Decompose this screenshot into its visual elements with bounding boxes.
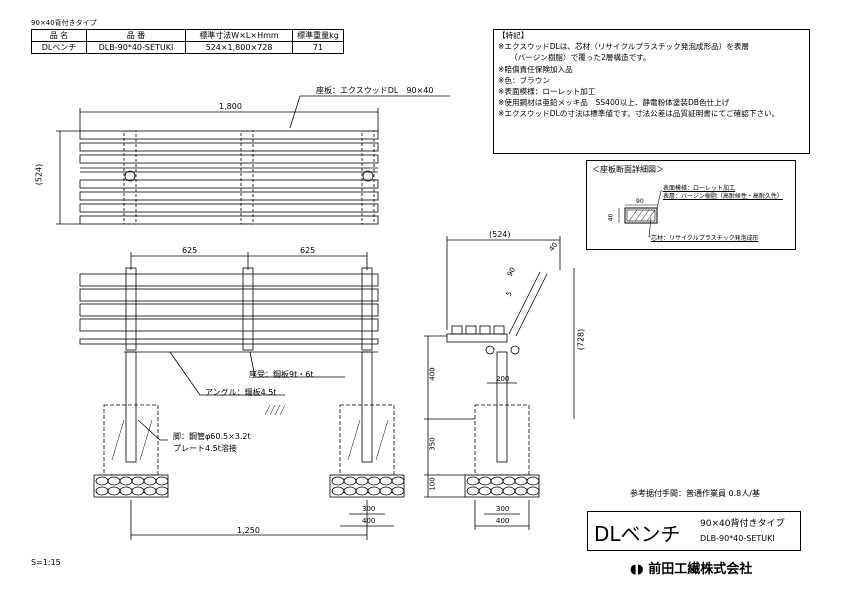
scale-label: S=1:15 bbox=[31, 558, 61, 567]
title-code: DLB-90*40-SETUKI bbox=[700, 534, 775, 543]
feature-line: ※エクスウッドDLは、芯材（リサイクルプラスチック発泡成形品）を表層 bbox=[498, 42, 750, 52]
dim-side-300: 300 bbox=[496, 505, 510, 513]
title-block: DLベンチ 90×40背付きタイプ DLB-90*40-SETUKI bbox=[587, 511, 801, 551]
dim-top-depth: (524) bbox=[34, 163, 44, 186]
top-view-boards bbox=[79, 130, 379, 225]
detail-width: 90 bbox=[636, 198, 644, 205]
spec-cell-weight: 71 bbox=[292, 41, 344, 54]
company-mark-icon: ◖◗ bbox=[630, 562, 644, 577]
feature-line: ※表面模様：ローレット加工 bbox=[498, 87, 596, 97]
company-name: 前田工繊株式会社 bbox=[648, 562, 753, 577]
type-note: 90×40背付きタイプ bbox=[31, 19, 97, 27]
gravel-right bbox=[329, 474, 405, 498]
title-product: DLベンチ bbox=[594, 522, 681, 546]
feature-line: ※賠償責任保険加入品 bbox=[498, 64, 573, 74]
features-title: 【特記】 bbox=[498, 31, 529, 40]
dim-footing-inner: 300 bbox=[362, 505, 376, 513]
dim-span-left: 625 bbox=[182, 246, 198, 255]
dim-side-depth: (524) bbox=[489, 230, 511, 239]
dim-span-right: 625 bbox=[300, 246, 316, 255]
front-view-back bbox=[79, 273, 379, 332]
feature-line: ※エクスウッドDLの寸法は標準値です。寸法公差は品質証明書にてご確認下さい。 bbox=[498, 109, 780, 119]
dim-top-length: 1,800 bbox=[219, 102, 242, 111]
plate-label: プレート4.5t溶接 bbox=[173, 444, 237, 453]
detail-surface-pattern: 表面模様：ローレット加工 bbox=[663, 185, 736, 192]
spec-table: 品 名 品 番 標準寸法W×L×Hmm 標準重量kg DLベンチ DLB-90*… bbox=[31, 29, 344, 54]
dim-footing-outer: 400 bbox=[362, 517, 376, 525]
top-view-frames bbox=[123, 130, 375, 225]
dim-side-400: 400 bbox=[496, 517, 510, 525]
dim-post-200: 200 bbox=[496, 375, 510, 383]
seat-board-label: 座板：エクスウッドDL 90×40 bbox=[316, 86, 434, 95]
side-view bbox=[446, 271, 548, 498]
detail-title: ＜座板断面詳細図＞ bbox=[592, 165, 664, 174]
feature-line: ※使用鋼材は亜鉛メッキ品 SS400以上、静電粉体塗装DB色仕上げ bbox=[498, 98, 730, 108]
feature-line: ※色：ブラウン bbox=[498, 75, 550, 85]
angle-label: アングル：鋼板4.5t bbox=[205, 388, 277, 397]
features-box: 【特記】 ※エクスウッドDLは、芯材（リサイクルプラスチック発泡成形品）を表層 … bbox=[493, 29, 810, 154]
company-logo: ◖◗ 前田工繊株式会社 bbox=[630, 558, 752, 577]
cross-section-detail: ＜座板断面詳細図＞ 表面模様：ローレット加工 表層：バージン樹脂（高耐候性・高耐… bbox=[586, 160, 796, 250]
title-type: 90×40背付きタイプ bbox=[700, 519, 785, 529]
detail-surface-layer: 表層：バージン樹脂（高耐候性・高耐久性） bbox=[663, 193, 783, 200]
install-time-note: 参考据付手間：普通作業員 0.8人/基 bbox=[630, 489, 760, 498]
spec-cell-size: 524×1,800×728 bbox=[185, 41, 293, 54]
seat-support-label: 座受：鋼板9t・6t bbox=[249, 370, 314, 379]
gravel-left bbox=[93, 474, 169, 498]
dim-seat-height: 400 bbox=[428, 367, 437, 381]
dim-side-height: (728) bbox=[576, 328, 586, 351]
leg-label: 脚：鋼管φ60.5×3.2t bbox=[173, 432, 251, 441]
detail-core: 芯材：リサイクルプラスチック発泡成形 bbox=[651, 235, 759, 242]
dim-base-width: 1,250 bbox=[237, 526, 260, 535]
section-drawing bbox=[618, 190, 663, 238]
feature-line: （バージン樹脂）で覆った2層構造です。 bbox=[510, 53, 651, 63]
front-seat bbox=[79, 338, 379, 345]
dim-embed: 350 bbox=[428, 437, 437, 451]
dim-gravel: 100 bbox=[428, 477, 437, 491]
spec-cell-name: DLベンチ bbox=[31, 41, 87, 54]
